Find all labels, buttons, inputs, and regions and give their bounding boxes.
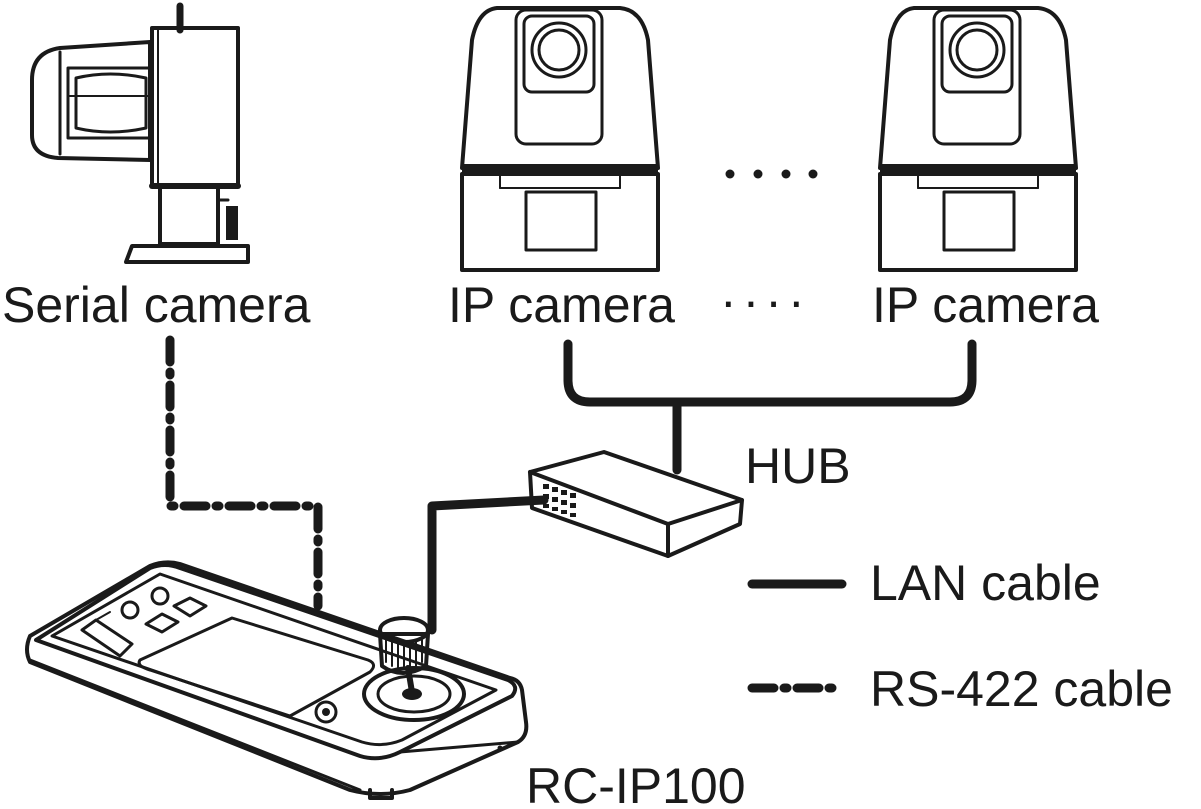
ip-camera-1-icon <box>460 6 660 272</box>
camera-ellipsis-dots <box>725 169 818 179</box>
controller-label: RC-IP100 <box>526 758 746 809</box>
controller-icon <box>25 560 529 800</box>
ip-camera-ellipsis: ···· <box>720 273 811 329</box>
lan-cable-lines <box>427 339 977 635</box>
rs422-cable-line <box>165 335 323 611</box>
legend-lan-label: LAN cable <box>870 555 1101 611</box>
hub-label: HUB <box>745 438 851 494</box>
legend: LAN cable RS-422 cable <box>747 555 1173 717</box>
ip-camera-2-icon <box>878 6 1078 272</box>
serial-camera-label: Serial camera <box>2 277 311 333</box>
serial-camera-icon <box>30 2 250 264</box>
ip-camera-2-label: IP camera <box>872 277 1099 333</box>
hub-icon <box>528 450 744 558</box>
legend-rs422-label: RS-422 cable <box>870 661 1173 717</box>
ip-camera-1-label: IP camera <box>448 277 675 333</box>
